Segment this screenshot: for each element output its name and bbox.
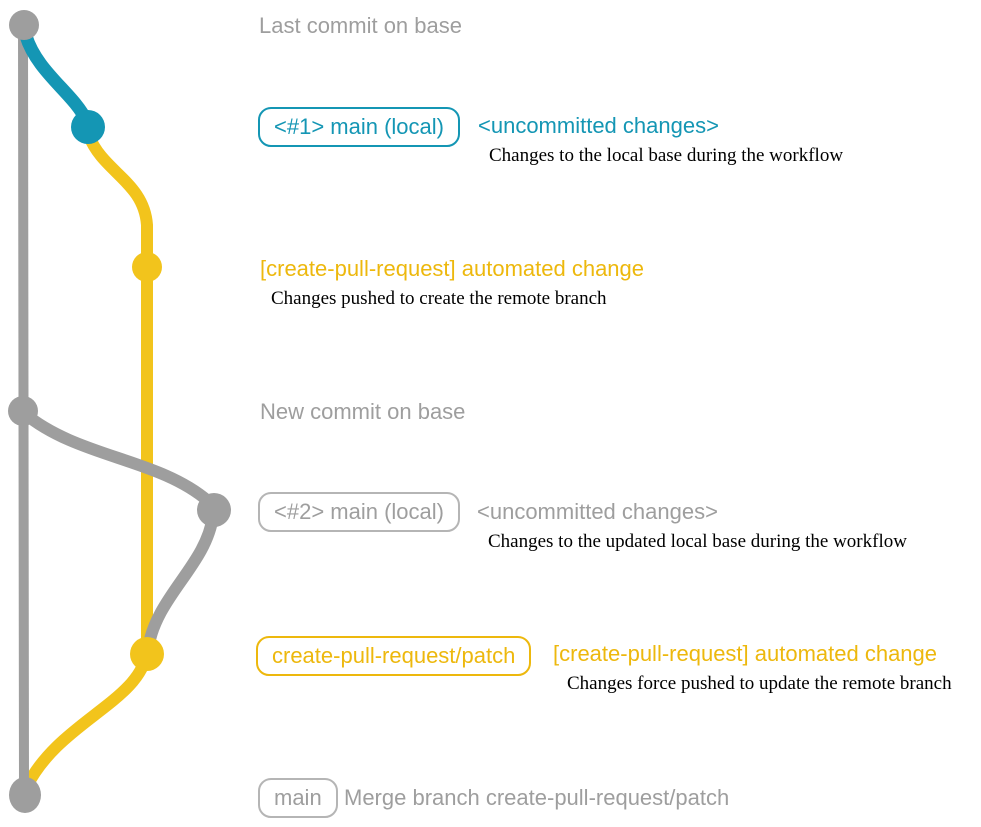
- text-last-commit-on-base: Last commit on base: [259, 13, 462, 38]
- text-new-commit-on-base: New commit on base: [260, 399, 466, 424]
- branch-label-main: main: [258, 778, 338, 818]
- commit-dot-local-1: [71, 110, 105, 144]
- annotation-pushed-create: Changes pushed to create the remote bran…: [271, 288, 607, 309]
- branch-label-2-main-local: <#2> main (local): [258, 492, 460, 532]
- branch-label-create-pull-request-patch: create-pull-request/patch: [256, 636, 532, 676]
- commit-dot-base-new: [8, 396, 38, 426]
- annotation-updated-local-base: Changes to the updated local base during…: [488, 531, 907, 552]
- branch-label-1-main-local: <#1> main (local): [258, 107, 460, 147]
- rebase-curve: [142, 510, 219, 655]
- commit-message-automated-change-1: [create-pull-request] automated change: [260, 256, 645, 281]
- annotation-local-base: Changes to the local base during the wor…: [489, 145, 844, 166]
- commit-dot-patch-1: [132, 252, 162, 282]
- commit-message-uncommitted-2: <uncommitted changes>: [477, 499, 718, 524]
- commit-message-merge: Merge branch create-pull-request/patch: [344, 785, 730, 810]
- commit-dot-base-top: [9, 10, 39, 40]
- commit-dot-merge: [9, 777, 41, 813]
- commit-message-uncommitted-1: <uncommitted changes>: [478, 113, 719, 138]
- annotation-force-pushed: Changes force pushed to update the remot…: [567, 673, 952, 694]
- local-changes-curve: [19, 29, 93, 127]
- base-update-curve: [18, 407, 214, 507]
- commit-dot-local-2: [197, 493, 231, 527]
- commit-message-automated-change-2: [create-pull-request] automated change: [553, 641, 938, 666]
- commit-dot-patch-2: [130, 637, 164, 671]
